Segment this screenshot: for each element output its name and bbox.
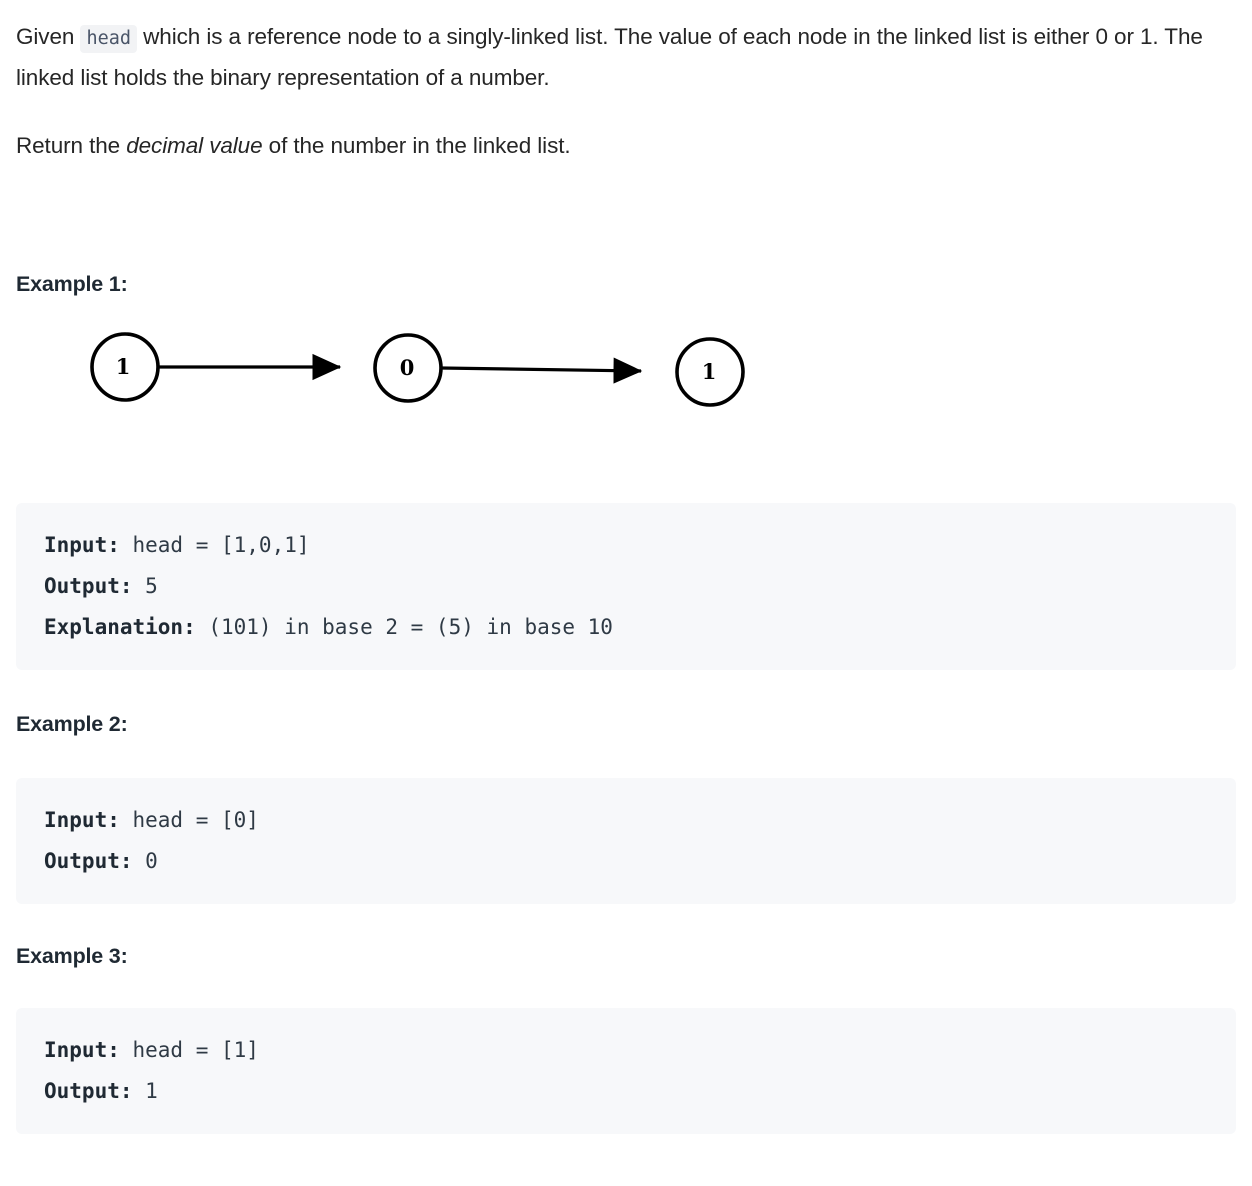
code-line-value: (101) in base 2 = (5) in base 10	[195, 615, 613, 639]
linked-list-edge-2	[440, 357, 643, 384]
code-line: Input: head = [0]	[44, 800, 1236, 841]
linked-list-diagram-svg: 1 0 1	[90, 332, 745, 407]
example-2-code-block: Input: head = [0] Output: 0	[16, 778, 1236, 904]
code-line: Output: 1	[44, 1071, 1236, 1112]
code-line-label: Input:	[44, 1038, 120, 1062]
code-line-label: Input:	[44, 533, 120, 557]
code-line-label: Output:	[44, 849, 133, 873]
code-line: Input: head = [1]	[44, 1030, 1236, 1071]
code-line: Output: 5	[44, 566, 1236, 607]
example-3-heading: Example 3:	[16, 944, 128, 968]
paragraph-1-text-after-code: which is a reference node to a singly-li…	[16, 24, 1203, 90]
inline-code-head: head	[80, 25, 137, 53]
code-line-value: 0	[132, 849, 158, 873]
code-line-value: 1	[132, 1079, 158, 1103]
linked-list-node-1-label: 1	[116, 354, 131, 379]
linked-list-diagram: 1 0 1	[0, 298, 1252, 468]
code-line-label: Output:	[44, 574, 133, 598]
code-line-value: 5	[132, 574, 158, 598]
example-1-heading: Example 1:	[16, 272, 128, 296]
linked-list-node-2-label: 0	[400, 355, 415, 380]
paragraph-2-text-before-italic: Return the	[16, 133, 127, 158]
paragraph-1-text-before-code: Given	[16, 24, 81, 49]
linked-list-node-3-label: 1	[702, 359, 717, 384]
code-line-value: head = [1]	[119, 1038, 259, 1062]
emphasis-decimal-value: decimal value	[126, 133, 263, 158]
linked-list-node-2-circle	[373, 333, 443, 403]
code-line-label: Explanation:	[44, 615, 196, 639]
linked-list-node-3-circle	[675, 337, 745, 407]
code-line-label: Input:	[44, 808, 120, 832]
code-line-value: head = [1,0,1]	[119, 533, 310, 557]
linked-list-node-1-circle	[90, 332, 160, 402]
code-line-value: head = [0]	[119, 808, 259, 832]
code-line-label: Output:	[44, 1079, 133, 1103]
example-1-code-block: Input: head = [1,0,1] Output: 5 Explanat…	[16, 503, 1236, 670]
problem-statement-paragraph-1: Given head which is a reference node to …	[0, 0, 1230, 97]
problem-statement-paragraph-2: Return the decimal value of the number i…	[0, 97, 1252, 165]
example-2-heading: Example 2:	[16, 712, 128, 736]
code-line: Output: 0	[44, 841, 1236, 882]
paragraph-2-text-after-italic: of the number in the linked list.	[262, 133, 571, 158]
example-3-code-block: Input: head = [1] Output: 1	[16, 1008, 1236, 1134]
code-line: Explanation: (101) in base 2 = (5) in ba…	[44, 607, 1236, 648]
code-line: Input: head = [1,0,1]	[44, 525, 1236, 566]
